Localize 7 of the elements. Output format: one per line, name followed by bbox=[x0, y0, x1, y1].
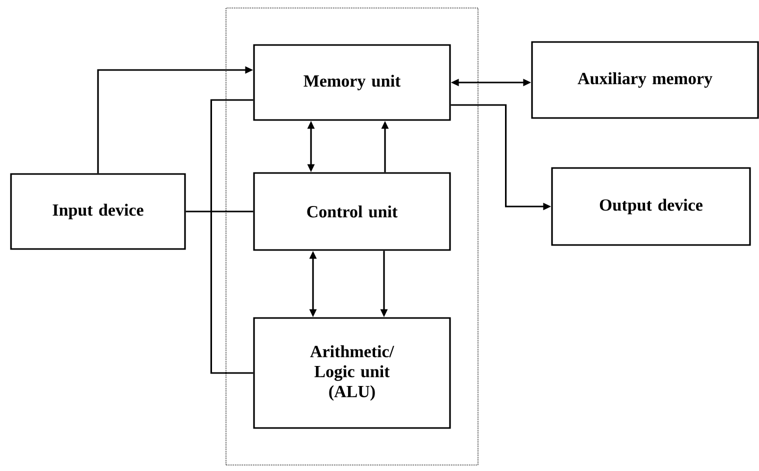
unit-box: Control unit bbox=[253, 172, 451, 251]
device-box: Input device bbox=[10, 173, 186, 250]
device-box: Output device bbox=[551, 167, 751, 246]
unit-box: Memory unit bbox=[253, 44, 451, 121]
unit-box: Auxiliary memory bbox=[531, 41, 759, 119]
cpu-frame bbox=[226, 8, 478, 466]
unit-box: Arithmetic/ Logic unit (ALU) bbox=[253, 317, 451, 429]
